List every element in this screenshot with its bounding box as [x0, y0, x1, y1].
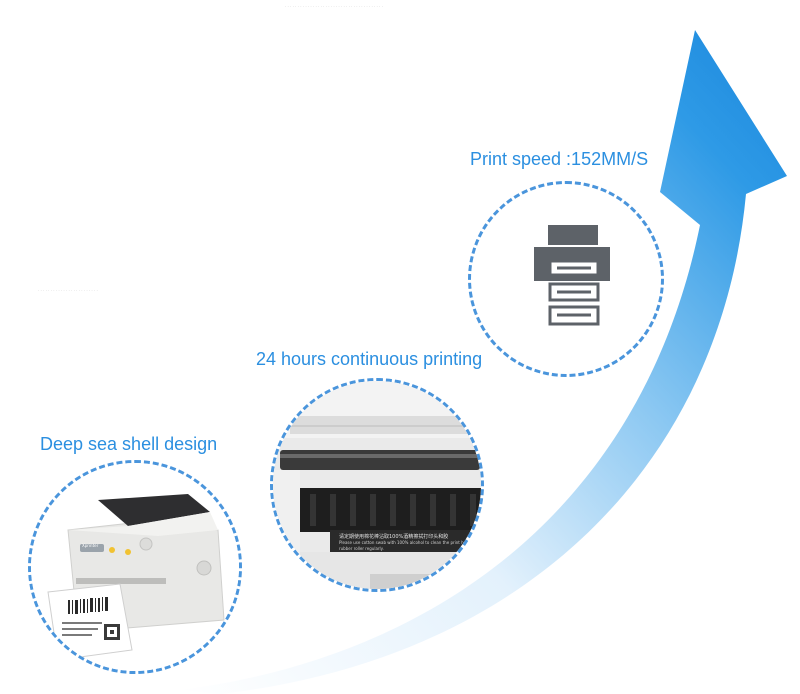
arrow-body [180, 30, 787, 694]
printer-brand-badge: Xprinter [82, 543, 99, 548]
print-speed-circle [468, 181, 664, 377]
print-speed-label: Print speed :152MM/S [470, 149, 649, 169]
print-head-photo-circle: 请定期使用棉花棒沾取100%酒精擦拭打印头和胶 Please use cotto… [270, 378, 484, 592]
printhead-sticker-line1: 请定期使用棉花棒沾取100%酒精擦拭打印头和胶 [339, 534, 449, 540]
continuous-printing-label: 24 hours continuous printing [256, 349, 483, 369]
faint-caption-top: · · · · · · · · · · · · · · · · · · · · … [285, 4, 383, 9]
print-head-illustration [273, 381, 481, 589]
label-printer-illustration [31, 463, 239, 671]
product-photo-circle: Xprinter [28, 460, 242, 674]
printhead-sticker-line2: Please use cotton swab with 100% alcohol… [339, 540, 480, 545]
printer-speed-icon [534, 225, 610, 326]
faint-caption-left: · · · · · · · · · · · · · · · · · · · · … [38, 288, 98, 293]
printhead-sticker-line3: rubber roller regularly. [339, 546, 384, 551]
shell-design-label: Deep sea shell design [40, 434, 218, 454]
